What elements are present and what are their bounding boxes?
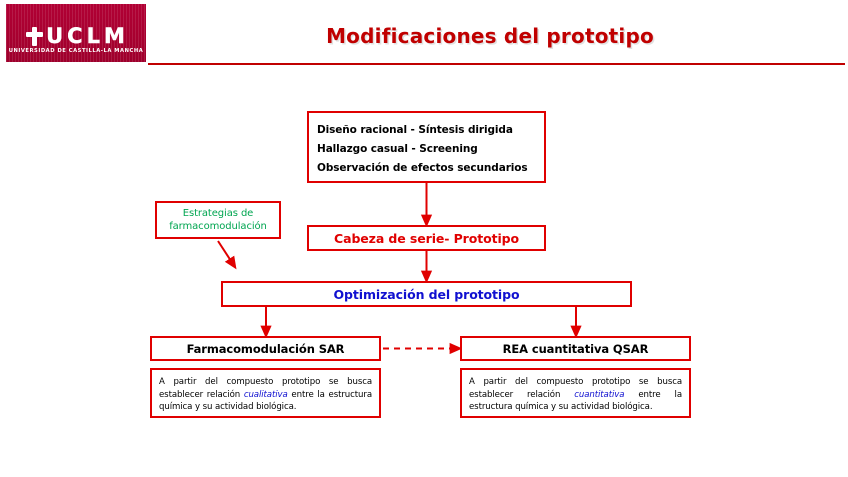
page-header: U C L M UNIVERSIDAD DE CASTILLA-LA MANCH… <box>0 0 848 68</box>
branch-qsar-emphasis: cuantitativa <box>574 389 625 400</box>
optimization-box: Optimización del prototipo <box>221 281 632 307</box>
uclm-emblem-icon <box>26 26 44 46</box>
branch-sar-text-after: entre la estructura química y su activid… <box>159 389 372 413</box>
branch-qsar-paragraph: A partir del compuesto prototipo se busc… <box>469 376 682 414</box>
lead-compound-label: Cabeza de serie- Prototipo <box>334 230 519 246</box>
logo-letter-c: C <box>67 23 84 48</box>
logo-letter-l: L <box>86 23 101 48</box>
strategies-label: Estrategias de farmacomodulación <box>169 207 267 233</box>
origins-line-3: Observación de efectos secundarios <box>317 162 528 174</box>
optimization-label: Optimización del prototipo <box>333 286 520 302</box>
branch-sar-emphasis: cualitativa <box>243 389 288 400</box>
logo-letter-m: M <box>103 23 126 48</box>
uclm-logo: U C L M UNIVERSIDAD DE CASTILLA-LA MANCH… <box>6 4 146 62</box>
arrow-strategies-to-lead <box>217 240 237 270</box>
branch-sar-title: Farmacomodulación SAR <box>186 341 345 356</box>
strategies-line-2: farmacomodulación <box>169 221 267 232</box>
flowchart-diagram: Diseño racional - Síntesis dirigida Hall… <box>0 68 848 477</box>
origins-line-2: Hallazgo casual - Screening <box>317 143 478 155</box>
branch-sar-header: Farmacomodulación SAR <box>150 336 381 361</box>
logo-letter-u: U <box>46 23 65 48</box>
strategies-box: Estrategias de farmacomodulación <box>155 201 281 239</box>
origins-line-1: Diseño racional - Síntesis dirigida <box>317 124 513 136</box>
strategies-line-1: Estrategias de <box>182 208 254 219</box>
branch-sar-description: A partir del compuesto prototipo se busc… <box>150 368 381 418</box>
branch-sar-text-before: A partir del compuesto prototipo se busc… <box>159 377 372 400</box>
logo-subtitle: UNIVERSIDAD DE CASTILLA-LA MANCHA <box>8 48 144 54</box>
logo-mark-row: U C L M <box>6 24 146 48</box>
branch-qsar-header: REA cuantitativa QSAR <box>460 336 691 361</box>
origins-box: Diseño racional - Síntesis dirigida Hall… <box>307 111 546 183</box>
branch-sar-paragraph: A partir del compuesto prototipo se busc… <box>159 376 372 414</box>
header-divider <box>148 63 845 65</box>
branch-qsar-title: REA cuantitativa QSAR <box>502 341 649 356</box>
branch-qsar-text-after: entre la estructura química y su activid… <box>469 389 682 413</box>
page-title: Modificaciones del prototipo <box>326 24 654 48</box>
branch-qsar-text-before: A partir del compuesto prototipo se busc… <box>469 377 682 400</box>
lead-compound-box: Cabeza de serie- Prototipo <box>307 225 546 251</box>
branch-qsar-description: A partir del compuesto prototipo se busc… <box>460 368 691 418</box>
